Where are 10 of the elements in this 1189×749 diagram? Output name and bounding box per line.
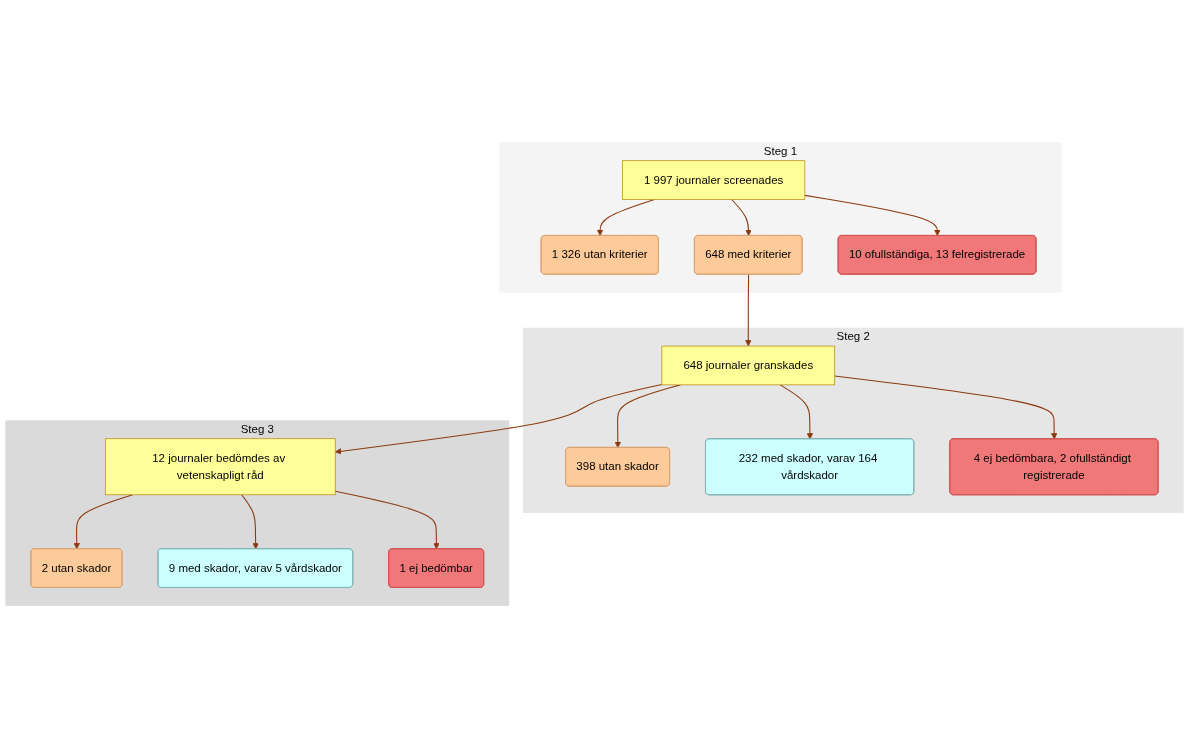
- arrow: [804, 195, 941, 237]
- node-box: 1 997 journaler screenades: [622, 160, 806, 201]
- arrow: [334, 491, 440, 550]
- arrow: [834, 375, 1058, 440]
- arrow: [334, 384, 663, 455]
- arrow: [745, 274, 752, 347]
- arrow: [241, 494, 259, 550]
- node-box: 12 journaler bedömdes av vetenskapligt råd: [104, 438, 336, 496]
- node-box: 648 journaler granskades: [661, 346, 836, 386]
- arrow: [731, 199, 752, 237]
